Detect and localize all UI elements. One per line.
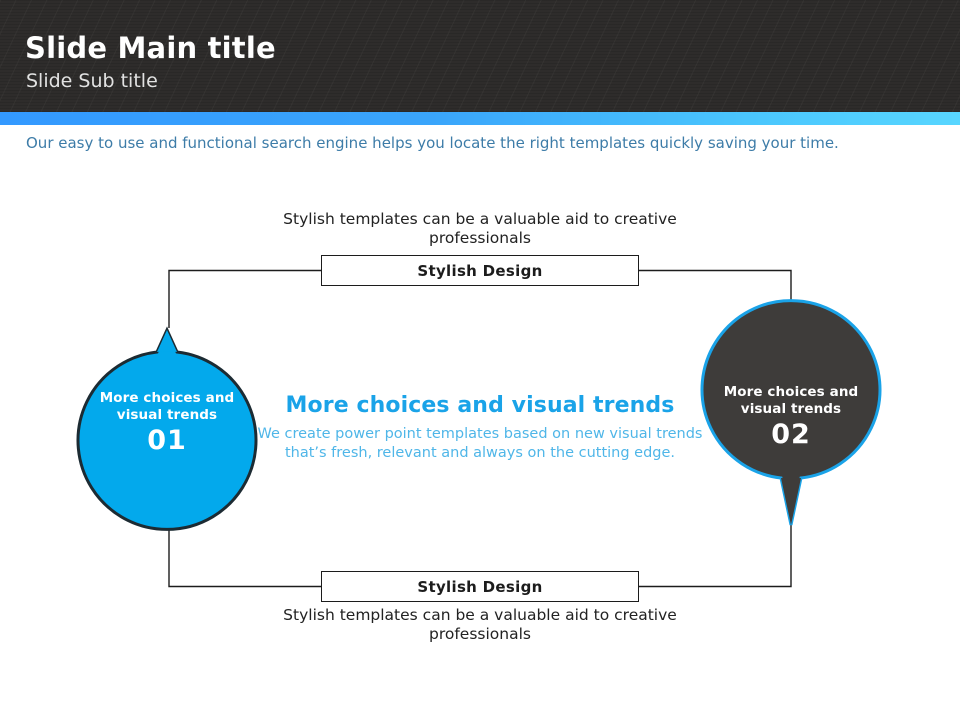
- stylish-design-box-top[interactable]: Stylish Design: [321, 255, 639, 286]
- center-text-block: More choices and visual trends We create…: [250, 392, 710, 463]
- caption-top: Stylish templates can be a valuable aid …: [283, 210, 677, 247]
- cycle-diagram: Stylish templates can be a valuable aid …: [0, 170, 960, 720]
- accent-bar: [0, 112, 960, 125]
- intro-text: Our easy to use and functional search en…: [26, 134, 839, 152]
- page-subtitle: Slide Sub title: [26, 70, 158, 92]
- center-title: More choices and visual trends: [285, 393, 675, 418]
- connector-bottom-left: [168, 519, 321, 588]
- bubble-step-01-shape: [76, 326, 258, 531]
- connector-bottom-right: [639, 525, 792, 588]
- slide-header: Slide Main title Slide Sub title: [0, 0, 960, 112]
- caption-bottom: Stylish templates can be a valuable aid …: [283, 606, 677, 643]
- center-body: We create power point templates based on…: [257, 426, 703, 461]
- bubble-step-02[interactable]: More choices and visual trends 02: [700, 299, 882, 526]
- bubble-step-02-shape: [700, 299, 882, 526]
- page-title: Slide Main title: [25, 31, 276, 65]
- stylish-design-box-bottom-label: Stylish Design: [417, 577, 543, 596]
- stylish-design-box-top-label: Stylish Design: [417, 261, 543, 280]
- connector-top-left: [168, 269, 321, 328]
- bubble-step-01[interactable]: More choices and visual trends 01: [76, 326, 258, 531]
- stylish-design-box-bottom[interactable]: Stylish Design: [321, 571, 639, 602]
